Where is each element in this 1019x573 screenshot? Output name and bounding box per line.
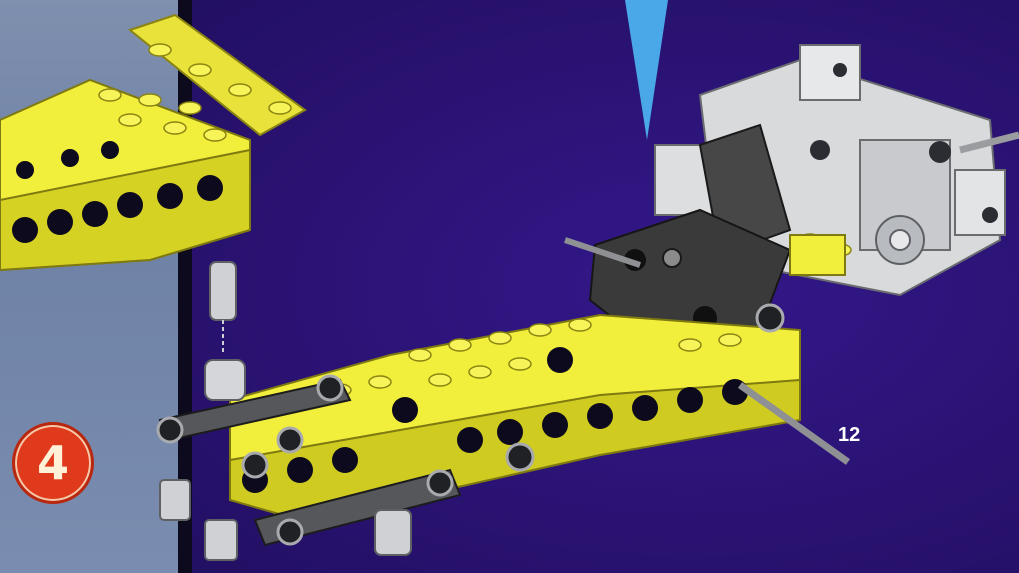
pointer-arrow <box>625 0 668 140</box>
axle-length-callout: 12 <box>838 424 860 447</box>
previous-assembly <box>0 15 305 270</box>
step-number: 4 <box>37 436 69 490</box>
step-number-badge: 4 <box>12 422 94 504</box>
